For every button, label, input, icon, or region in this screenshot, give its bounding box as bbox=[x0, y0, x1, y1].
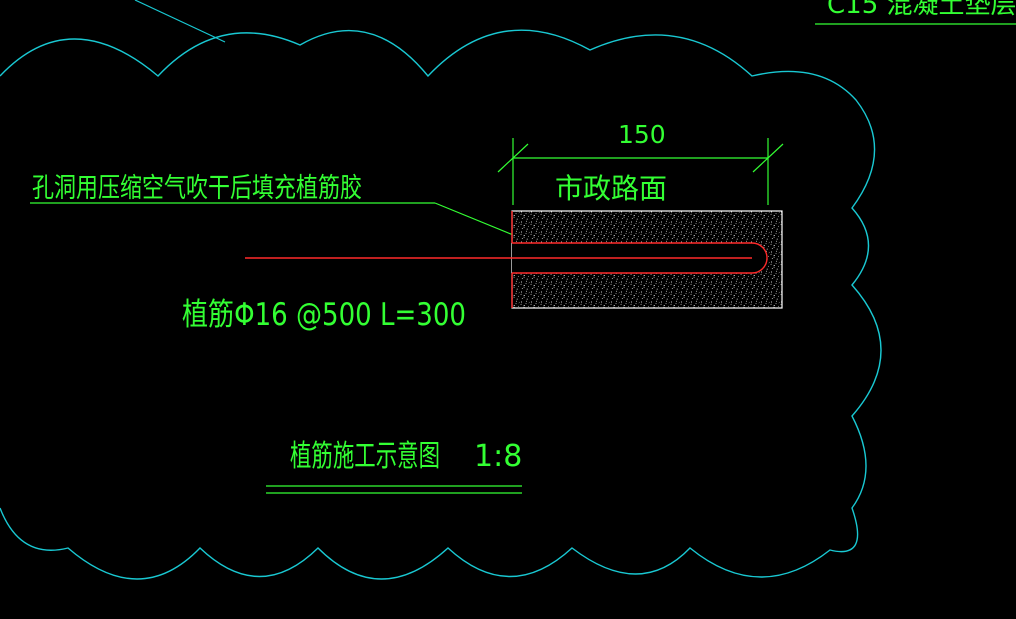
top-leader-line bbox=[134, 0, 226, 43]
rebar-spec-text: 植筋Φ16 @500 L=300 bbox=[182, 297, 466, 333]
dimension-150 bbox=[497, 138, 784, 205]
hole-note-text: 孔洞用压缩空气吹干后填充植筋胶 bbox=[32, 173, 362, 204]
dimension-value: 150 bbox=[618, 120, 666, 149]
pavement-label: 市政路面 bbox=[555, 172, 667, 205]
drawing-scale: 1:8 bbox=[474, 439, 522, 474]
drawing-title: 植筋施工示意图 bbox=[290, 439, 440, 474]
revision-cloud bbox=[0, 29, 882, 580]
top-right-label: C15 混凝土垫层 bbox=[827, 0, 1016, 20]
